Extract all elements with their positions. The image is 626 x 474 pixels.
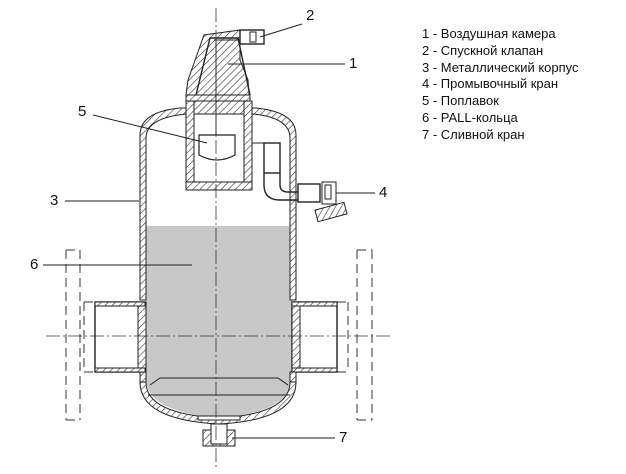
pall-rings-fill: [146, 226, 292, 418]
legend-item-7: 7 - Сливной кран: [422, 126, 525, 142]
callout-5: 5: [78, 103, 87, 120]
legend: 1 - Воздушная камера 2 - Спускной клапан…: [422, 26, 579, 144]
callout-7: 7: [339, 429, 348, 446]
callout-3: 3: [50, 192, 59, 209]
legend-item-5: 5 - Поплавок: [422, 93, 499, 109]
callout-4: 4: [379, 184, 388, 201]
legend-item-4: 4 - Промывочный кран: [422, 76, 559, 92]
legend-item-2: 2 - Спускной клапан: [422, 42, 544, 58]
callout-1: 1: [349, 55, 358, 72]
leader-lines: [43, 23, 375, 439]
callout-6: 6: [30, 256, 39, 273]
metal-body: [139, 29, 297, 425]
legend-item-3: 3 - Металлический корпус: [422, 59, 579, 75]
legend-item-1: 1 - Воздушная камера: [422, 26, 556, 41]
left-flange: [65, 249, 147, 421]
legend-item-6: 6 - PALL-кольца: [422, 109, 518, 125]
callout-2: 2: [306, 7, 315, 24]
drain-valve: [202, 423, 236, 447]
float: [198, 134, 236, 161]
flush-pipe: [252, 142, 348, 223]
air-chamber: [185, 29, 265, 102]
right-flange: [291, 249, 373, 421]
